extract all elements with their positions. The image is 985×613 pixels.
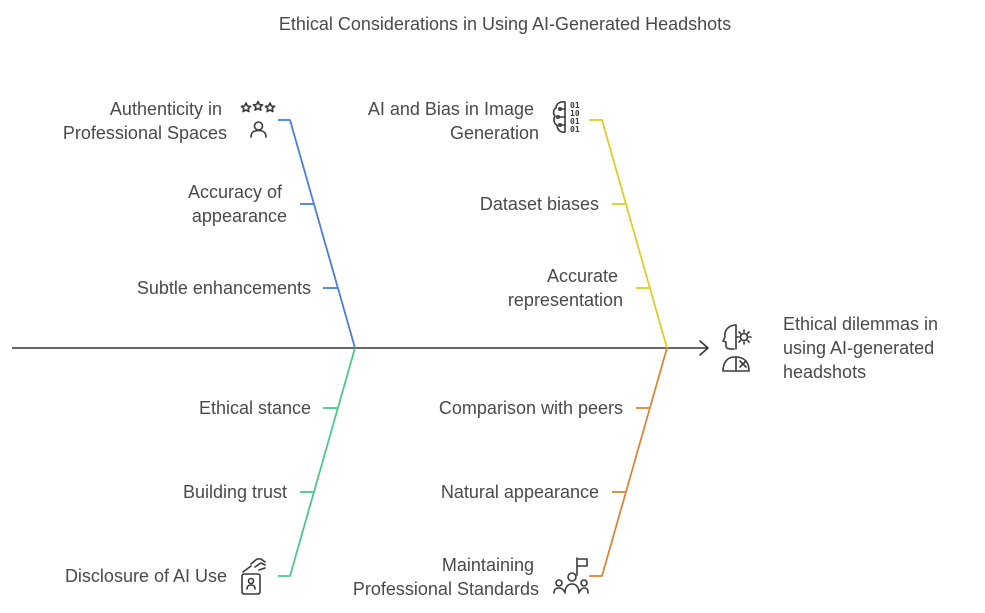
spine xyxy=(12,340,709,356)
category-label-authenticity: Authenticity in Professional Spaces xyxy=(63,99,227,143)
category-label-bias: AI and Bias in Image Generation xyxy=(368,99,539,143)
effect-line-3: headshots xyxy=(783,362,866,382)
cause-line: Comparison with peers xyxy=(439,398,623,418)
effect: Ethical dilemmas in using AI-generated h… xyxy=(722,314,943,382)
cause-label: Subtle enhancements xyxy=(137,278,311,298)
cause-label: Accuracy of appearance xyxy=(188,182,287,226)
diagram-title: Ethical Considerations in Using AI-Gener… xyxy=(279,14,731,34)
cause-label: Natural appearance xyxy=(441,482,599,502)
cause-line: Accuracy of xyxy=(188,182,283,202)
cause-line: Dataset biases xyxy=(480,194,599,214)
category-line: AI and Bias in Image xyxy=(368,99,534,119)
spine-arrowhead xyxy=(699,340,709,356)
bone-disclosure: Ethical stance Building trust Disclosure… xyxy=(65,347,356,595)
category-label-standards: Maintaining Professional Standards xyxy=(353,555,539,599)
category-line: Disclosure of AI Use xyxy=(65,566,227,586)
cause-line: Building trust xyxy=(183,482,287,502)
cause-line: Subtle enhancements xyxy=(137,278,311,298)
bone-standards: Comparison with peers Natural appearance… xyxy=(353,347,668,599)
brain-binary-icon: 01 10 01 01 xyxy=(552,101,580,134)
hand-id-card-icon xyxy=(241,558,266,595)
cause-line: Natural appearance xyxy=(441,482,599,502)
cause-label: Ethical stance xyxy=(199,398,311,418)
cause-line: Accurate xyxy=(547,266,618,286)
svg-text:01: 01 xyxy=(570,117,580,126)
svg-text:01: 01 xyxy=(570,125,580,134)
effect-label: Ethical dilemmas in using AI-generated h… xyxy=(783,314,943,382)
bone-authenticity: Authenticity in Professional Spaces Accu… xyxy=(63,99,356,349)
cause-label: Comparison with peers xyxy=(439,398,623,418)
category-line: Professional Spaces xyxy=(63,123,227,143)
category-line: Maintaining xyxy=(442,555,534,575)
head-gear-icon xyxy=(722,324,752,372)
bone-bias: AI and Bias in Image Generation 01 10 01… xyxy=(368,99,668,349)
svg-text:10: 10 xyxy=(570,109,580,118)
stars-person-icon xyxy=(240,100,276,138)
category-label-disclosure: Disclosure of AI Use xyxy=(65,566,227,586)
cause-line: representation xyxy=(508,290,623,310)
bone-bias-line xyxy=(589,119,668,349)
svg-text:01: 01 xyxy=(570,101,580,110)
category-line: Authenticity in xyxy=(110,99,222,119)
category-line: Professional Standards xyxy=(353,579,539,599)
people-flag-icon xyxy=(553,557,589,594)
effect-line-1: Ethical dilemmas in xyxy=(783,314,938,334)
cause-line: appearance xyxy=(192,206,287,226)
effect-line-2: using AI-generated xyxy=(783,338,934,358)
cause-label: Dataset biases xyxy=(480,194,599,214)
cause-line: Ethical stance xyxy=(199,398,311,418)
bone-standards-line xyxy=(589,347,668,577)
category-line: Generation xyxy=(450,123,539,143)
cause-label: Accurate representation xyxy=(508,266,623,310)
bone-authenticity-line xyxy=(278,119,356,349)
bone-disclosure-line xyxy=(278,347,356,577)
cause-label: Building trust xyxy=(183,482,287,502)
